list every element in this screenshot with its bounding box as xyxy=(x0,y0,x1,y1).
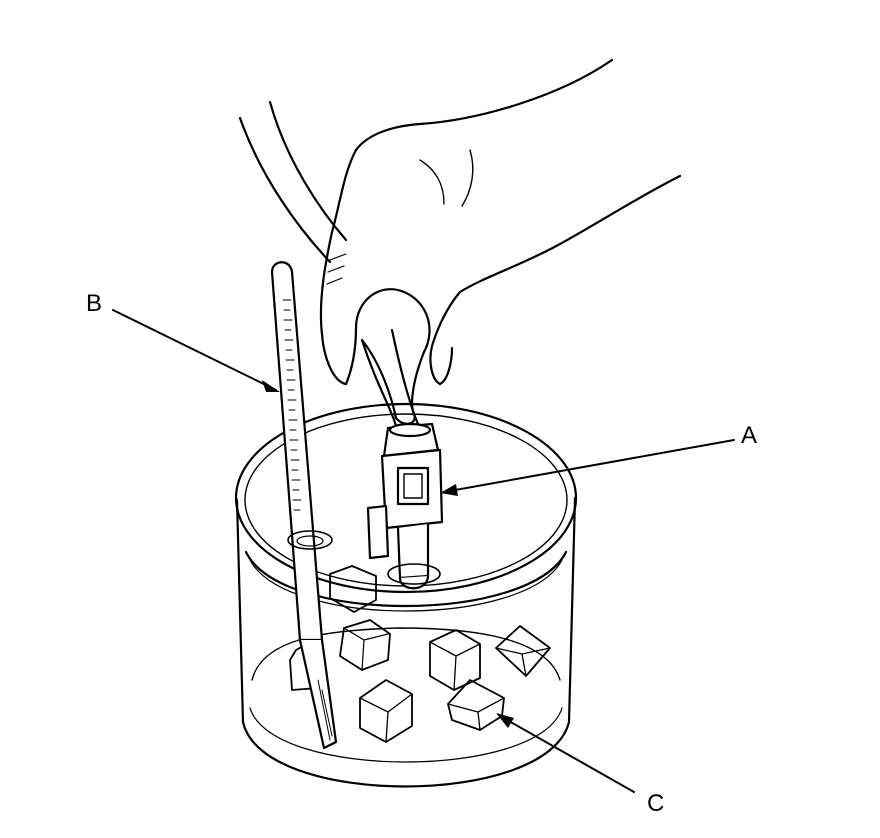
thermometer-scale xyxy=(282,299,302,511)
beaker xyxy=(234,402,578,788)
arrowhead-b xyxy=(262,380,280,392)
arrowhead-c xyxy=(496,713,514,728)
callout-label-b: B xyxy=(86,290,103,317)
callout-label-a: A xyxy=(741,422,758,449)
leader-lines xyxy=(112,309,735,793)
arrowheads xyxy=(262,380,514,728)
leader-b xyxy=(112,309,277,391)
arrowhead-a xyxy=(440,484,458,496)
temperature-sensor xyxy=(360,328,444,590)
leader-c xyxy=(499,715,635,793)
hand xyxy=(238,58,682,425)
leader-a xyxy=(443,439,735,493)
thermometer xyxy=(270,261,338,750)
callout-label-c: C xyxy=(647,790,665,817)
